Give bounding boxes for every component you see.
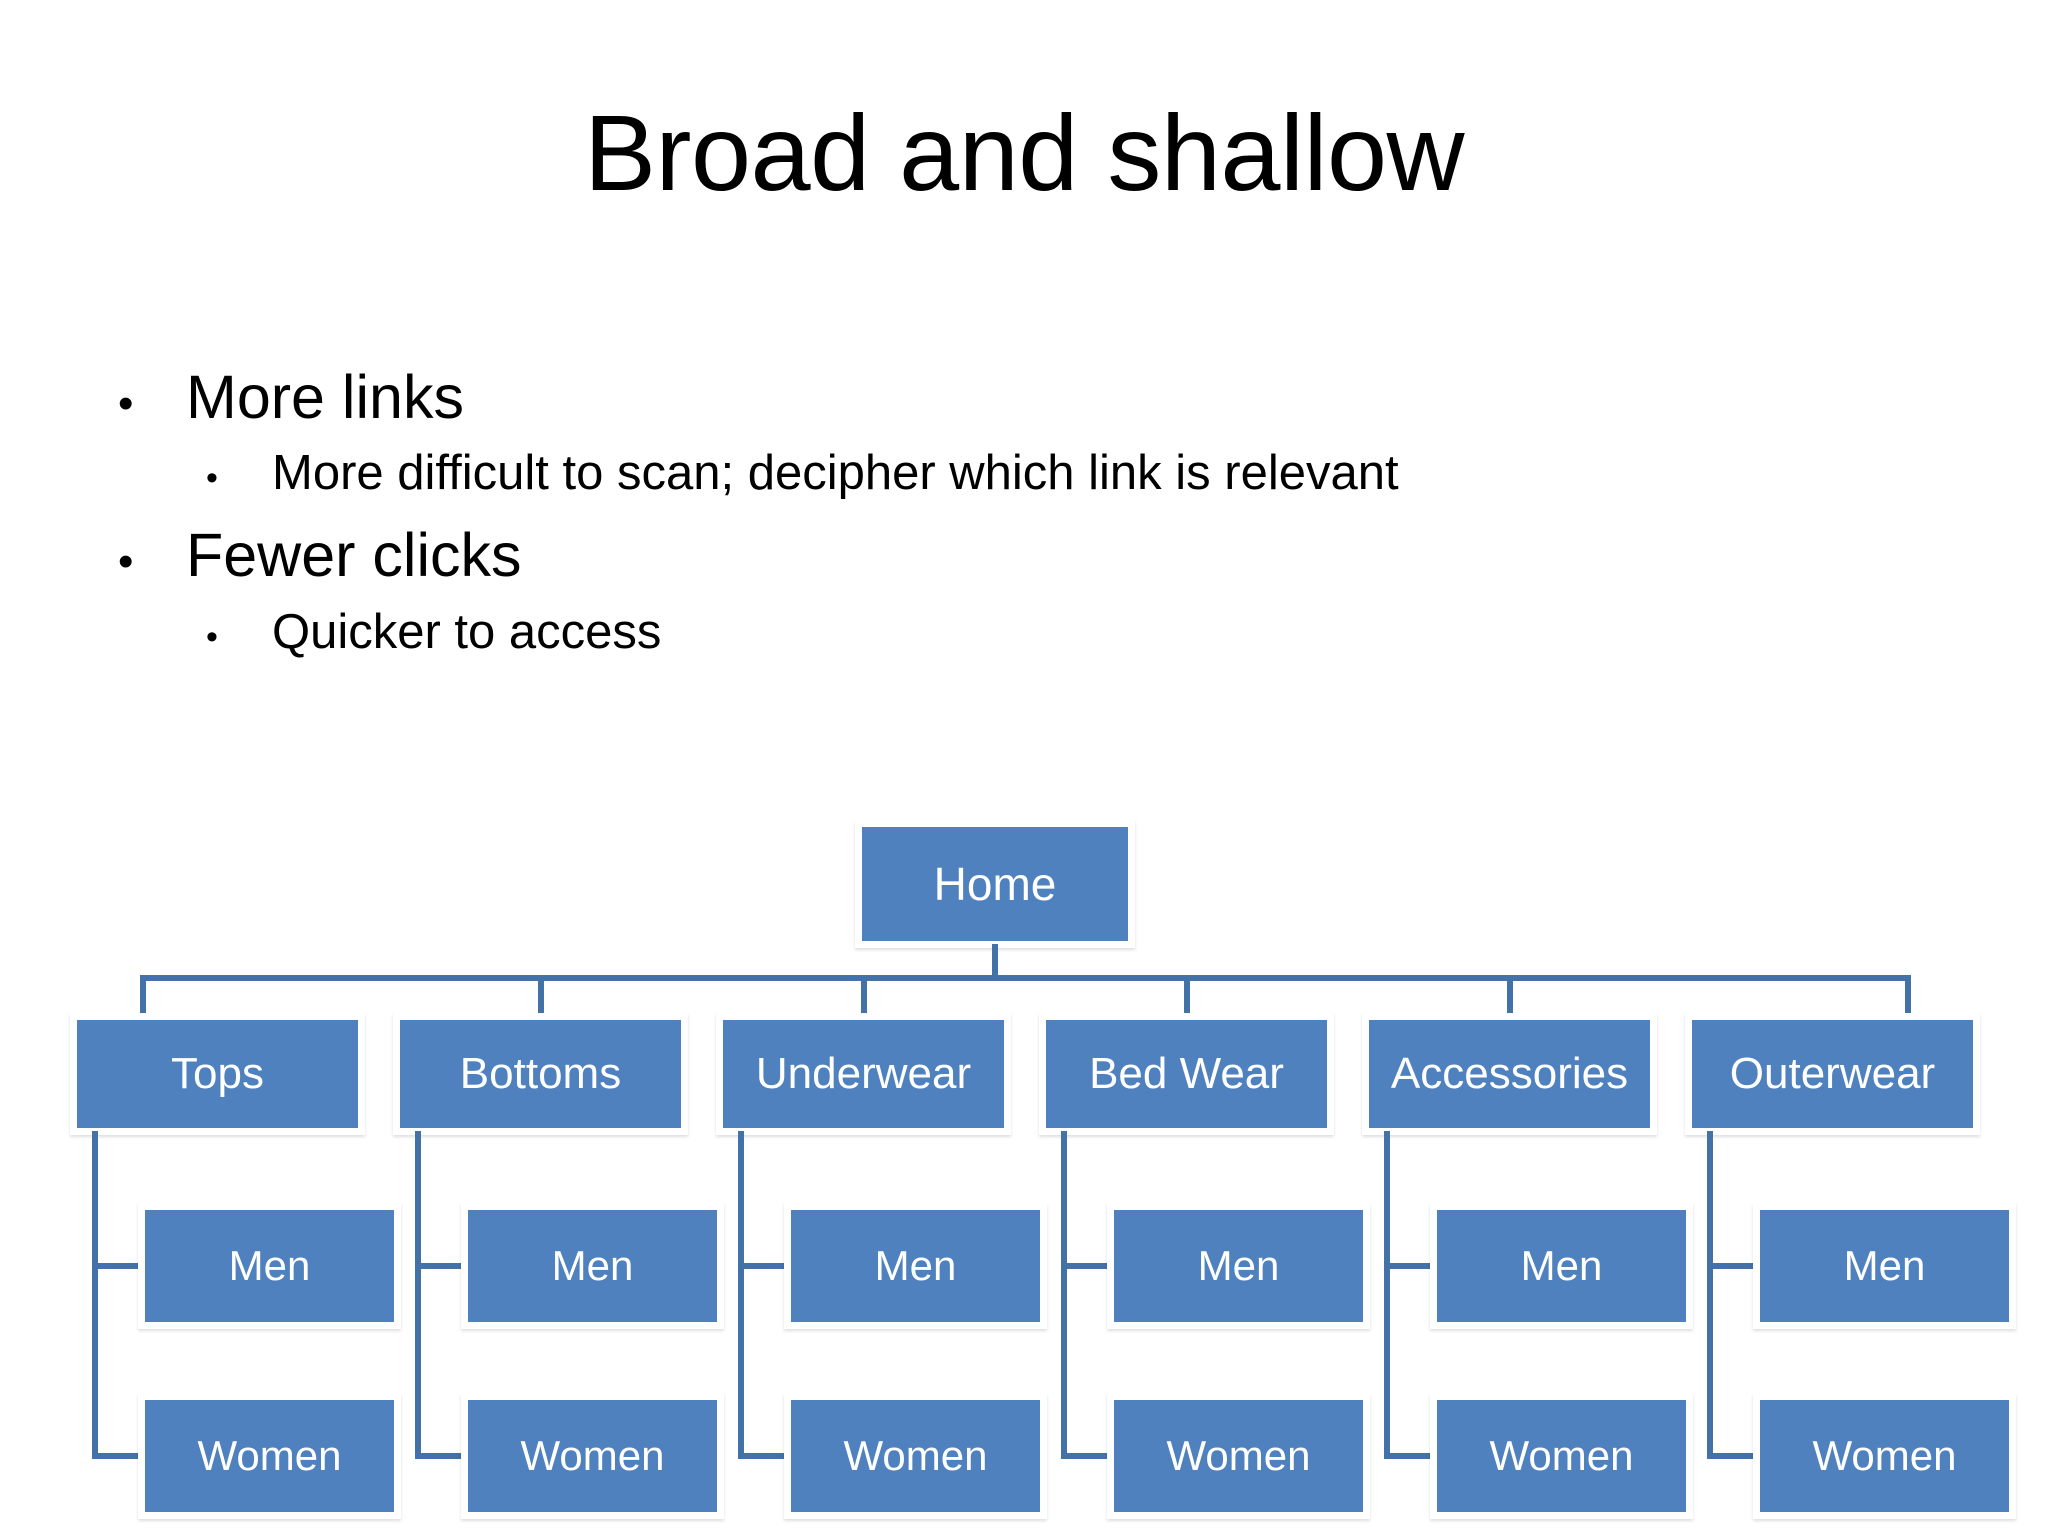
node-label: Underwear (755, 1049, 972, 1098)
connector-leaf-4-0 (1384, 1263, 1434, 1269)
connector-leaf-3-1 (1061, 1453, 1111, 1459)
node-label: Women (520, 1432, 665, 1479)
node-label: Tops (171, 1049, 264, 1098)
node-label: Men (551, 1242, 634, 1289)
connector-spine-4 (1384, 1131, 1390, 1456)
org-node-leaf-4-1[interactable]: Women (1430, 1393, 1693, 1519)
org-node-category-5[interactable]: Outerwear (1685, 1013, 1980, 1135)
org-node-category-3[interactable]: Bed Wear (1039, 1013, 1334, 1135)
connector-drop-2 (860, 975, 867, 1017)
node-label: Women (1812, 1432, 1957, 1479)
node-label: Women (197, 1432, 342, 1479)
connector-spine-2 (738, 1131, 744, 1456)
connector-drop-4 (1506, 975, 1513, 1017)
connector-bus (139, 975, 1911, 981)
node-label: Women (1166, 1432, 1311, 1479)
bullet-text: Fewer clicks (186, 521, 522, 590)
org-node-leaf-0-0[interactable]: Men (138, 1203, 401, 1329)
connector-leaf-1-0 (415, 1263, 465, 1269)
org-node-leaf-5-1[interactable]: Women (1753, 1393, 2016, 1519)
node-label: Women (1489, 1432, 1634, 1479)
bullet-item-3: • Quicker to access (0, 603, 2048, 663)
connector-leaf-2-0 (738, 1263, 788, 1269)
bullet-text: More links (186, 363, 464, 431)
connector-leaf-5-0 (1707, 1263, 1757, 1269)
org-node-leaf-0-1[interactable]: Women (138, 1393, 401, 1519)
bullet-item-2: • Fewer clicks (0, 518, 2048, 592)
connector-leaf-1-1 (415, 1453, 465, 1459)
node-label: Outerwear (1729, 1049, 1936, 1098)
connector-drop-1 (537, 975, 544, 1017)
node-label: Men (228, 1242, 311, 1289)
org-node-category-4[interactable]: Accessories (1362, 1013, 1657, 1135)
org-node-leaf-1-1[interactable]: Women (461, 1393, 724, 1519)
node-label: Bottoms (459, 1049, 622, 1098)
org-node-leaf-1-0[interactable]: Men (461, 1203, 724, 1329)
connector-drop-5 (1904, 975, 1911, 1017)
bullet-text: More difficult to scan; decipher which l… (272, 446, 1399, 501)
page-title: Broad and shallow (583, 92, 1465, 213)
node-label: Bed Wear (1089, 1049, 1284, 1098)
connector-spine-1 (415, 1131, 421, 1456)
connector-spine-0 (92, 1131, 98, 1456)
connector-leaf-0-0 (92, 1263, 142, 1269)
connector-leaf-5-1 (1707, 1453, 1757, 1459)
org-node-root[interactable]: Home (855, 820, 1135, 948)
org-node-leaf-3-1[interactable]: Women (1107, 1393, 1370, 1519)
org-node-leaf-4-0[interactable]: Men (1430, 1203, 1693, 1329)
org-node-leaf-3-0[interactable]: Men (1107, 1203, 1370, 1329)
node-label: Accessories (1390, 1049, 1629, 1098)
connector-leaf-0-1 (92, 1453, 142, 1459)
node-label: Women (843, 1432, 988, 1479)
org-node-leaf-2-1[interactable]: Women (784, 1393, 1047, 1519)
bullet-marker-icon: • (206, 459, 218, 498)
bullet-item-1: • More difficult to scan; decipher which… (0, 444, 2048, 504)
bullet-marker-icon: • (118, 379, 134, 428)
connector-leaf-3-0 (1061, 1263, 1111, 1269)
bullet-list: • More links • More difficult to scan; d… (0, 360, 2048, 676)
connector-spine-3 (1061, 1131, 1067, 1456)
node-label: Men (1520, 1242, 1603, 1289)
node-label: Men (1197, 1242, 1280, 1289)
bullet-marker-icon: • (118, 537, 134, 587)
connector-drop-3 (1183, 975, 1190, 1017)
org-node-category-0[interactable]: Tops (70, 1013, 365, 1135)
org-node-category-2[interactable]: Underwear (716, 1013, 1011, 1135)
bullet-item-0: • More links (0, 360, 2048, 434)
node-label: Home (933, 858, 1057, 910)
org-node-leaf-2-0[interactable]: Men (784, 1203, 1047, 1329)
bullet-marker-icon: • (206, 617, 218, 656)
bullet-text: Quicker to access (272, 604, 662, 659)
connector-drop-0 (139, 975, 146, 1017)
org-node-category-1[interactable]: Bottoms (393, 1013, 688, 1135)
node-label: Men (1843, 1242, 1926, 1289)
org-node-leaf-5-0[interactable]: Men (1753, 1203, 2016, 1329)
connector-root-stem (992, 944, 998, 975)
connector-leaf-4-1 (1384, 1453, 1434, 1459)
connector-leaf-2-1 (738, 1453, 788, 1459)
node-label: Men (874, 1242, 957, 1289)
connector-spine-5 (1707, 1131, 1713, 1456)
